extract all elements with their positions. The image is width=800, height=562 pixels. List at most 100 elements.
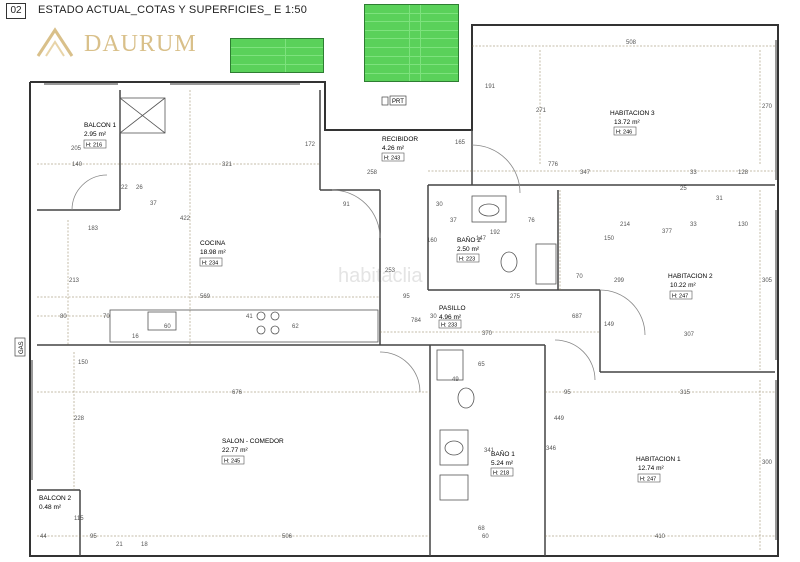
- room-bano-2: BAÑO 2 2.50 m² H: 223: [456, 235, 481, 263]
- dim-label: 192: [490, 230, 501, 236]
- dimension-lines: [37, 45, 775, 550]
- room-cocina: COCINA 18.98 m² H: 234: [199, 240, 226, 267]
- area-table-small: [230, 38, 324, 73]
- room-recibidor: RECIBIDOR 4.26 m² H: 243: [381, 136, 418, 162]
- dim-label: 687: [572, 314, 583, 320]
- dim-label: 776: [548, 162, 559, 168]
- dim-label: 183: [88, 226, 99, 232]
- svg-text:18.98 m²: 18.98 m²: [200, 249, 226, 256]
- dim-label: 321: [222, 162, 233, 168]
- room-habitacion-1: HABITACION 1 12.74 m² H: 247: [636, 456, 681, 483]
- dim-label: 275: [510, 294, 521, 300]
- room-salon-comedor: SALON - COMEDOR 22.77 m² H: 245: [221, 438, 284, 465]
- dim-label: 115: [74, 516, 84, 522]
- svg-text:BALCON 2: BALCON 2: [39, 495, 72, 502]
- svg-text:4.96 m²: 4.96 m²: [439, 314, 462, 321]
- svg-text:H: 233: H: 233: [441, 323, 457, 329]
- dim-label: 422: [180, 216, 191, 222]
- dim-label: 160: [427, 238, 438, 244]
- room-balcon-1: BALCON 1 2.95 m² H: 216: [83, 122, 117, 149]
- svg-text:H: 243: H: 243: [384, 156, 400, 162]
- logo-house-icon: [36, 27, 74, 57]
- dim-label: 140: [72, 162, 83, 168]
- dim-label: 41: [246, 314, 253, 320]
- svg-text:H: 234: H: 234: [202, 261, 218, 267]
- dim-label: 228: [74, 416, 85, 422]
- dim-label: 307: [684, 332, 695, 338]
- dim-label: 299: [614, 278, 625, 284]
- dim-label: 95: [403, 294, 410, 300]
- svg-text:COCINA: COCINA: [200, 240, 226, 247]
- sheet-number: 02: [6, 3, 26, 19]
- windows: [31, 40, 777, 540]
- svg-text:H: 246: H: 246: [616, 130, 632, 136]
- dim-label: 449: [554, 416, 565, 422]
- dim-label: 253: [385, 268, 396, 274]
- svg-text:5.24 m²: 5.24 m²: [491, 460, 514, 467]
- svg-text:GAS: GAS: [19, 341, 25, 354]
- svg-text:HABITACION 3: HABITACION 3: [610, 110, 655, 117]
- dim-label: 30: [436, 202, 443, 208]
- svg-text:4.26 m²: 4.26 m²: [382, 145, 405, 152]
- dim-label: 784: [411, 318, 422, 324]
- dim-label: 22: [121, 185, 128, 191]
- door-swings: [71, 144, 646, 393]
- svg-text:0.48 m²: 0.48 m²: [39, 504, 62, 511]
- dim-label: 270: [762, 104, 773, 110]
- dim-label: 410: [655, 534, 666, 540]
- svg-text:2.95 m²: 2.95 m²: [84, 131, 107, 138]
- dim-label: 70: [103, 314, 110, 320]
- room-habitacion-3: HABITACION 3 13.72 m² H: 246: [610, 110, 655, 136]
- dim-label: 21: [116, 542, 123, 548]
- dim-label: 213: [69, 278, 80, 284]
- dim-label: 65: [478, 362, 485, 368]
- svg-text:12.74 m²: 12.74 m²: [638, 465, 664, 472]
- dim-label: 172: [305, 142, 316, 148]
- svg-text:H: 223: H: 223: [459, 257, 475, 263]
- room-bano-1: BAÑO 1 5.24 m² H: 218: [490, 449, 515, 477]
- svg-text:BALCON 1: BALCON 1: [84, 122, 117, 129]
- svg-text:H: 216: H: 216: [86, 143, 102, 149]
- dim-label: 150: [78, 360, 89, 366]
- dim-label: 33: [690, 170, 697, 176]
- dim-label: 31: [716, 196, 723, 202]
- dim-label: 341: [484, 448, 495, 454]
- svg-text:H: 247: H: 247: [672, 294, 688, 300]
- dim-label: 49: [452, 377, 459, 383]
- dim-label: 80: [60, 314, 67, 320]
- svg-text:H: 245: H: 245: [224, 459, 240, 465]
- dim-label: 676: [232, 390, 243, 396]
- svg-text:HABITACION 2: HABITACION 2: [668, 273, 713, 280]
- svg-text:PASILLO: PASILLO: [439, 305, 466, 312]
- dim-label: 16: [132, 334, 139, 340]
- gas-label: GAS: [14, 337, 26, 357]
- dim-label: 25: [680, 186, 687, 192]
- dim-label: 68: [478, 526, 485, 532]
- bath-fixtures: [436, 195, 557, 501]
- dim-label: 70: [576, 274, 583, 280]
- dim-label: 258: [367, 170, 378, 176]
- prt-marker: PRT: [381, 95, 407, 106]
- dim-label: 346: [546, 446, 557, 452]
- svg-text:BAÑO 1: BAÑO 1: [491, 449, 515, 458]
- dim-label: 30: [430, 314, 437, 320]
- kitchen-counter: [109, 97, 379, 343]
- dim-label: 37: [150, 201, 157, 207]
- dim-label: 506: [282, 534, 293, 540]
- dim-label: 191: [485, 84, 496, 90]
- dim-label: 37: [450, 218, 457, 224]
- svg-text:HABITACION 1: HABITACION 1: [636, 456, 681, 463]
- svg-text:RECIBIDOR: RECIBIDOR: [382, 136, 418, 143]
- dim-label: 76: [528, 218, 535, 224]
- dim-label: 60: [482, 534, 489, 540]
- svg-text:H: 247: H: 247: [640, 477, 656, 483]
- dim-label: 147: [476, 236, 487, 242]
- dimension-labels: 508 191 271 270 165 776 347 33 128 25 31…: [40, 40, 773, 548]
- dim-label: 130: [738, 222, 749, 228]
- dim-label: 300: [762, 460, 773, 466]
- dim-label: 44: [40, 534, 47, 540]
- dim-label: 26: [136, 185, 143, 191]
- svg-text:13.72 m²: 13.72 m²: [614, 119, 640, 126]
- svg-text:10.22 m²: 10.22 m²: [670, 282, 696, 289]
